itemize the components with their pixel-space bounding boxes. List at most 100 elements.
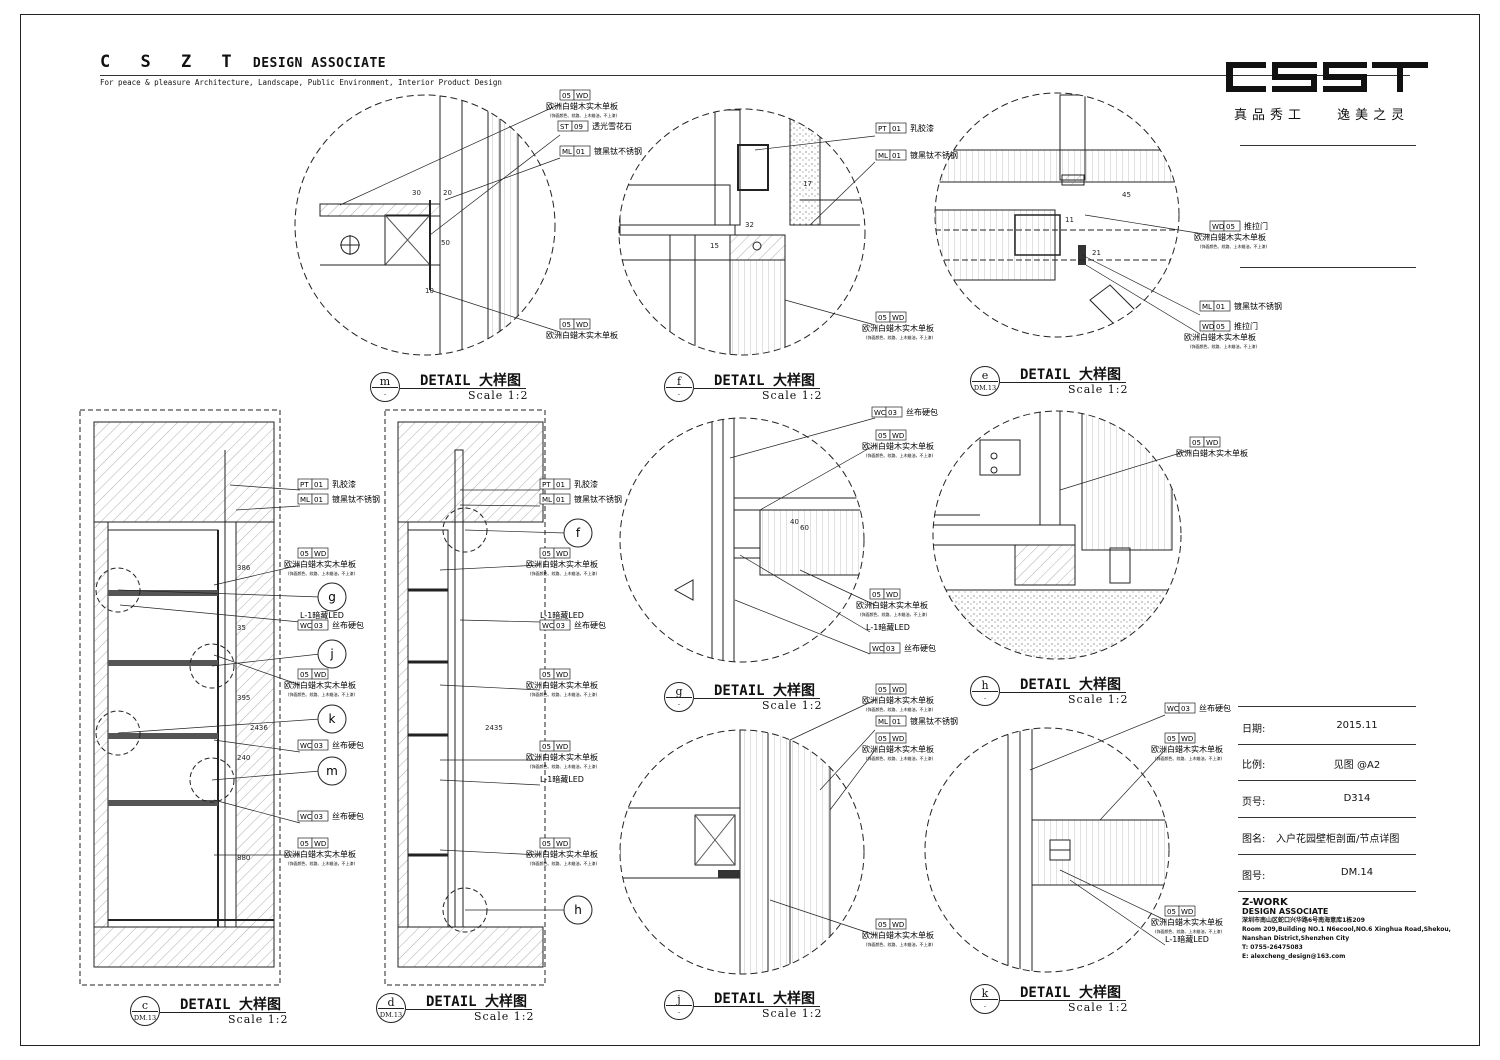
caption-g-scale: Scale 1:2 <box>762 699 823 712</box>
material-name-2: 欧洲白蜡木实木单板 <box>1194 232 1266 242</box>
dim-21: 21 <box>1092 249 1101 257</box>
dim-2436: 2436 <box>250 724 268 732</box>
caption-c-ref: DM.13 <box>133 1014 157 1022</box>
sheet-border <box>20 14 1480 1046</box>
dim-45: 45 <box>1122 191 1131 199</box>
material-name: L-1暗藏LED <box>1165 934 1209 944</box>
material-note: (饰面颜色、纹路、上木蜡油，不上漆) <box>866 706 934 712</box>
detail-k <box>924 727 1170 973</box>
material-code: WC <box>542 622 554 630</box>
material-note: (饰面颜色、纹路、上木蜡油，不上漆) <box>1155 755 1223 761</box>
company-name: Z-WORK <box>1242 897 1288 908</box>
callout-k: k <box>329 712 336 726</box>
company-address-en-2: Nanshan District,Shenzhen City <box>1242 935 1350 942</box>
callout-g: g <box>328 590 336 604</box>
material-code: ML <box>878 718 888 726</box>
material-type: WD <box>314 550 326 558</box>
caption-h-letter: h <box>981 679 989 692</box>
material-type: 01 <box>314 481 323 489</box>
company-email: E: alexcheng_design@163.com <box>1242 953 1346 960</box>
caption-j-title: DETAIL 大样图 <box>714 991 816 1007</box>
right-rule-1 <box>1240 145 1416 146</box>
caption-m-scale: Scale 1:2 <box>468 389 529 402</box>
slogan-right: 逸美之灵 <box>1337 108 1410 123</box>
material-type: 01 <box>892 125 901 133</box>
material-name: 欧洲白蜡木实木单板 <box>284 559 356 569</box>
dim-35: 35 <box>237 624 246 632</box>
material-code: 05 <box>878 314 887 322</box>
caption-d-ref: DM.13 <box>379 1011 403 1019</box>
material-name: 欧洲白蜡木实木单板 <box>862 930 934 940</box>
material-name: 丝布硬包 <box>574 620 606 630</box>
material-name: L-1暗藏LED <box>540 610 584 620</box>
material-code: 05 <box>542 550 551 558</box>
material-note: (饰面颜色、纹路、上木蜡油，不上漆) <box>866 755 934 761</box>
material-note: (饰面颜色、纹路、上木蜡油，不上漆) <box>530 691 598 697</box>
material-code: WC <box>874 409 886 417</box>
material-type: 03 <box>314 742 323 750</box>
material-type: WD <box>892 735 904 743</box>
leader-lines <box>117 103 1211 946</box>
material-code: 05 <box>1192 439 1201 447</box>
dim-395: 395 <box>237 694 250 702</box>
tb-number-value: DM.14 <box>1340 867 1374 878</box>
caption-h-scale: Scale 1:2 <box>1068 693 1129 706</box>
material-name: 镀黑钛不锈钢 <box>574 494 622 504</box>
material-name: 乳胶漆 <box>332 479 356 489</box>
material-name: 乳胶漆 <box>910 123 934 133</box>
dim-30: 30 <box>412 189 421 197</box>
tb-row-name: 图名: 入户花园壁柜剖面/节点详图 <box>1238 817 1416 855</box>
material-code: 05 <box>300 550 309 558</box>
company-sub: DESIGN ASSOCIATE <box>1242 907 1329 916</box>
material-name: 欧洲白蜡木实木单板 <box>284 680 356 690</box>
material-code: 05 <box>562 92 571 100</box>
material-type: 01 <box>556 481 565 489</box>
callout-f: f <box>576 526 581 540</box>
material-name: 推拉门 <box>1234 321 1258 331</box>
material-code: 05 <box>872 591 881 599</box>
caption-h-symbol: h- <box>970 676 1000 706</box>
material-note: (饰面颜色、纹路、上木蜡油，不上漆) <box>288 860 356 866</box>
material-type: 03 <box>314 813 323 821</box>
material-code: PT <box>542 481 551 489</box>
material-note: (饰面颜色、纹路、上木蜡油，不上漆) <box>1190 343 1258 349</box>
material-type: 05 <box>1226 223 1235 231</box>
material-code: WC <box>1167 705 1179 713</box>
dimension-labels: 30 20 15 50 10 17 32 45 11 21 60 40 35 2… <box>237 180 1131 862</box>
cszt-logo <box>1226 62 1428 92</box>
material-type: 09 <box>574 123 583 131</box>
tb-row-page: 页号: D314 <box>1238 780 1416 818</box>
company-address-cn: 深圳市南山区蛇口兴华路6号南海意库1栋209 <box>1242 917 1365 924</box>
caption-j-ref: - <box>677 1008 681 1016</box>
material-name: 丝布硬包 <box>332 620 364 630</box>
caption-j-symbol: j- <box>664 990 694 1020</box>
caption-j-letter: j <box>677 993 681 1006</box>
tb-name-value: 入户花园壁柜剖面/节点详图 <box>1276 834 1400 845</box>
material-code: 05 <box>1167 735 1176 743</box>
dim-15: 15 <box>710 242 719 250</box>
caption-h-title: DETAIL 大样图 <box>1020 677 1122 693</box>
tb-page-label: 页号: <box>1242 797 1266 808</box>
caption-k-symbol: k- <box>970 984 1000 1014</box>
material-code: ML <box>300 496 310 504</box>
caption-d-letter: d <box>387 996 395 1009</box>
